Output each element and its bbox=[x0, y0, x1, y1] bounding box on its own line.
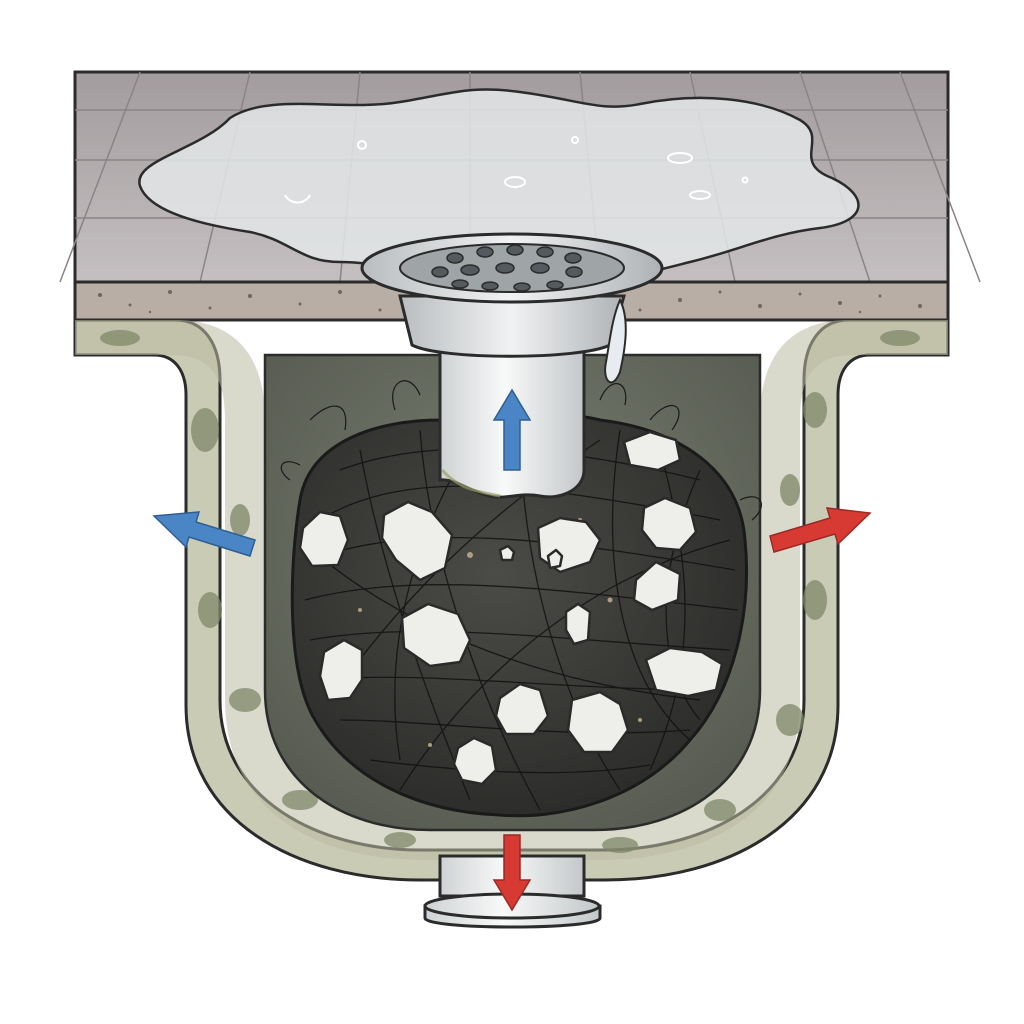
debris-chunk bbox=[498, 544, 516, 562]
debris-chunk bbox=[564, 602, 592, 646]
debris-chunks bbox=[298, 430, 724, 786]
water-drip bbox=[604, 297, 627, 384]
concrete-speckles bbox=[98, 290, 922, 314]
debris-chunk bbox=[622, 430, 682, 472]
debris-chunk bbox=[494, 682, 550, 736]
debris-chunk bbox=[644, 646, 724, 698]
debris-chunk bbox=[298, 510, 350, 568]
arrow-up-icon bbox=[492, 388, 532, 471]
arrow-left-icon bbox=[152, 511, 256, 557]
debris-chunk bbox=[400, 602, 472, 668]
debris-chunk bbox=[632, 560, 682, 612]
debris-chunk bbox=[380, 500, 454, 582]
water-puddle bbox=[138, 88, 860, 277]
mold-stains bbox=[100, 330, 920, 853]
outlet-pipe bbox=[423, 854, 602, 929]
debris-chunk bbox=[566, 690, 630, 754]
debris-chunk bbox=[318, 638, 364, 702]
arrow-right-icon bbox=[769, 507, 872, 553]
debris-chunk bbox=[546, 548, 564, 570]
debris-chunk bbox=[452, 736, 498, 786]
drain-strainer bbox=[360, 232, 664, 384]
debris-chunk bbox=[640, 496, 698, 552]
strainer-holes bbox=[431, 244, 583, 292]
arrow-down-icon bbox=[492, 834, 532, 912]
